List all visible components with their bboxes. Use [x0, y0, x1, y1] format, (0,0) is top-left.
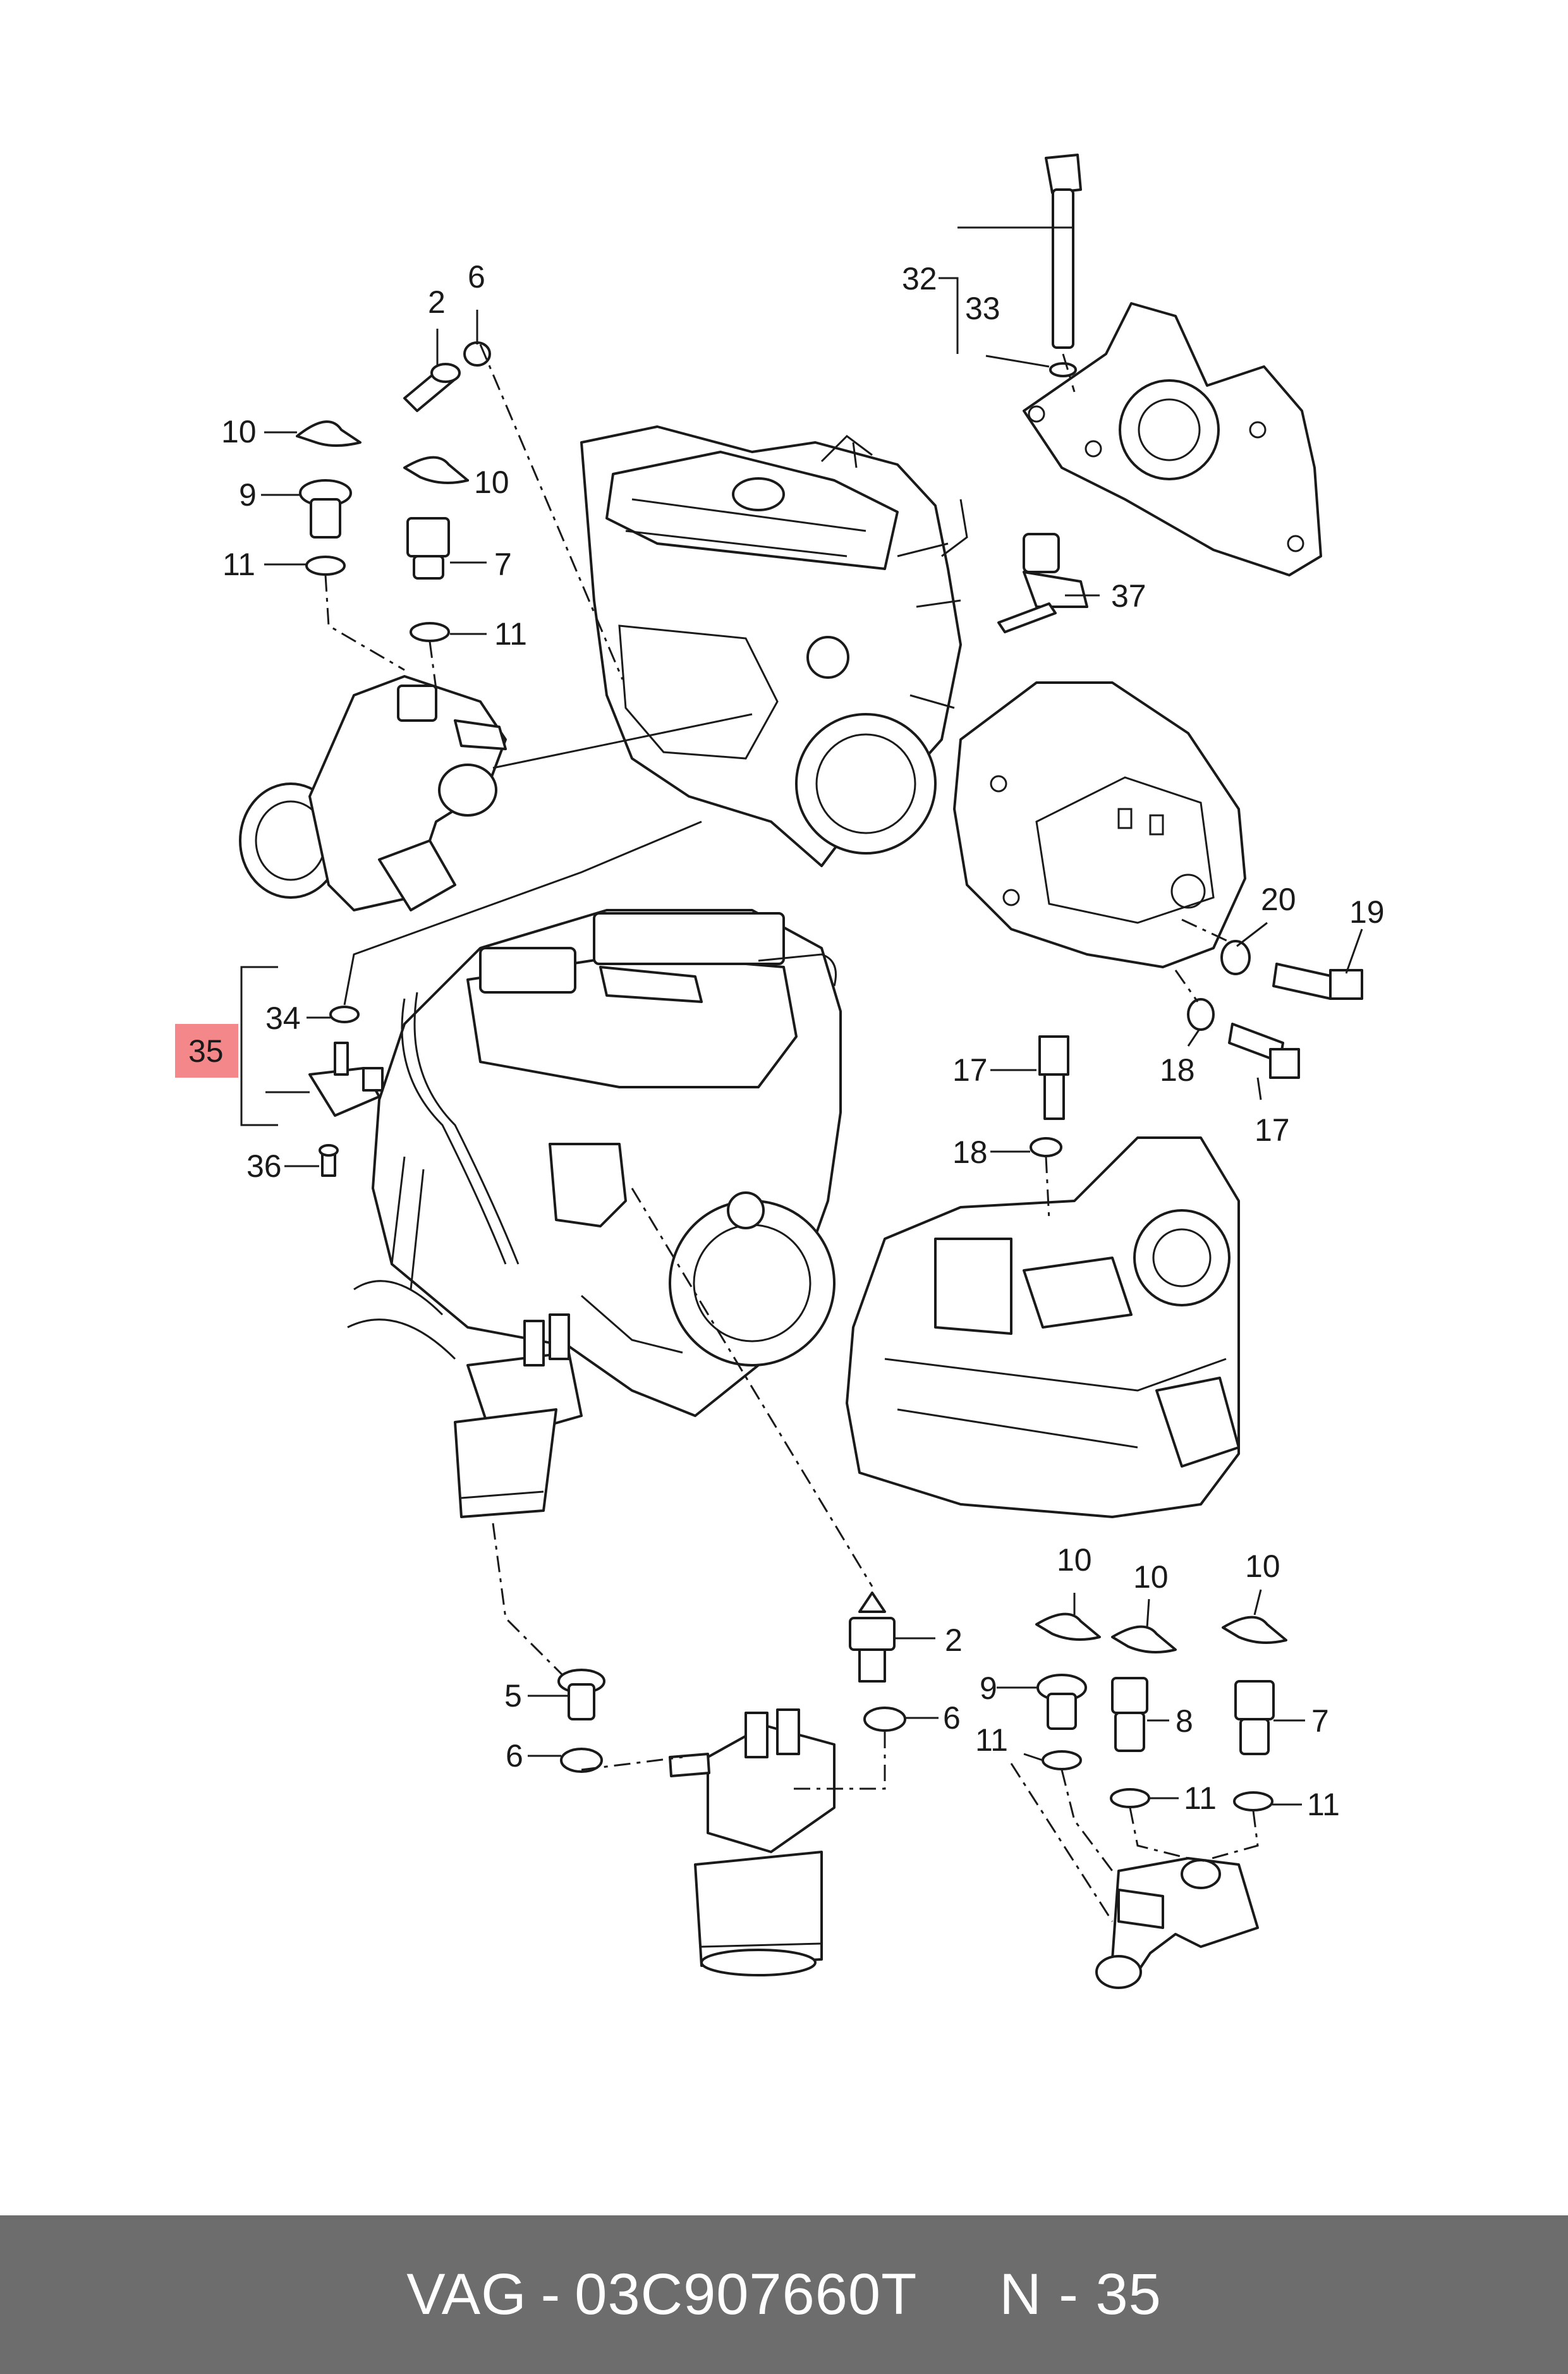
callout-11-upper-right: 11 [494, 616, 527, 652]
callout-10-upper-left: 10 [221, 414, 257, 449]
callout-9-upper: 9 [239, 477, 257, 513]
oil-pump-plate [1023, 154, 1322, 576]
callout-labels: 2 6 10 10 9 7 11 11 32 33 37 20 19 18 17… [188, 259, 1385, 1822]
callout-17-left: 17 [952, 1052, 988, 1088]
clip-10-lower-c [1222, 1616, 1287, 1644]
oring-11-upper-left [305, 556, 346, 576]
footer-part-number: 03C907660T [574, 2262, 918, 2327]
parts-diagram: 2 6 10 10 9 7 11 11 32 33 37 20 19 18 17… [175, 154, 1385, 1989]
part-9-lower [1036, 1674, 1087, 1730]
oring-11-lower-b [1110, 1788, 1150, 1808]
leader-lines [240, 226, 1363, 1806]
callout-32: 32 [902, 261, 937, 296]
footer-brand: VAG [406, 2262, 527, 2327]
callout-18-right: 18 [1160, 1052, 1195, 1088]
callout-10-lower-a: 10 [1057, 1542, 1092, 1578]
part-9-upper [299, 479, 352, 539]
highlight-box-35 [175, 1024, 238, 1078]
bolt-5 [557, 1669, 605, 1720]
part-8 [1111, 1677, 1148, 1752]
washer-18-right [1187, 998, 1215, 1031]
callout-11-lower-a: 11 [975, 1722, 1008, 1758]
thermostat-housing-upper [239, 675, 507, 911]
callout-36: 36 [246, 1148, 282, 1184]
part-7-upper [406, 517, 450, 580]
callout-20: 20 [1261, 882, 1296, 917]
bolt-36 [319, 1144, 339, 1177]
part-17-right [1228, 1023, 1300, 1079]
washer-20 [1220, 940, 1251, 975]
lower-engine-illustration [347, 909, 842, 1417]
callout-11-lower-b: 11 [1184, 1780, 1217, 1816]
callout-11-upper-left: 11 [222, 547, 255, 582]
callout-2-lower: 2 [945, 1622, 963, 1658]
oring-11-lower-a [1042, 1750, 1082, 1770]
callout-5: 5 [504, 1678, 522, 1714]
washer-6-lower-left [560, 1748, 603, 1773]
part-19 [1272, 963, 1363, 1000]
oring-11-lower-c [1233, 1791, 1273, 1811]
callout-10-lower-b: 10 [1133, 1559, 1169, 1595]
footer-position-label: N - 35 [999, 2262, 1162, 2327]
washer-18-left [1030, 1137, 1062, 1157]
part-2-lower [849, 1592, 896, 1683]
coolant-flange-lower [1095, 1857, 1259, 1989]
oring-11-upper-right [410, 622, 450, 642]
clip-10-upper-right [403, 456, 469, 484]
part-footer-bar: VAG - 03C907660T N - 35 [0, 2215, 1568, 2374]
oring-34 [329, 1006, 360, 1023]
callout-8: 8 [1176, 1703, 1193, 1739]
callout-19: 19 [1349, 894, 1385, 930]
upper-engine-illustration [580, 425, 968, 867]
callout-18-left: 18 [952, 1135, 988, 1170]
part-2-upper [403, 363, 461, 412]
callout-33: 33 [965, 291, 1000, 326]
washer-6-upper [463, 341, 491, 367]
clip-10-upper-left [296, 420, 362, 447]
clip-10-lower-a [1035, 1612, 1101, 1641]
gearbox-lower-illustration [846, 1136, 1240, 1518]
callout-9-lower: 9 [980, 1671, 997, 1706]
callout-11-lower-c: 11 [1307, 1787, 1340, 1822]
callout-34: 34 [265, 1001, 301, 1036]
oil-filter-mounted [454, 1313, 583, 1518]
callout-6-lower-right: 6 [943, 1700, 961, 1736]
sensor-35 [308, 1042, 384, 1117]
footer-separator: - [540, 2262, 561, 2327]
callout-10-lower-c: 10 [1245, 1549, 1280, 1584]
callout-7-upper: 7 [494, 547, 512, 582]
callout-6-lower-left: 6 [506, 1738, 523, 1774]
callout-17-right: 17 [1255, 1112, 1290, 1148]
callout-2-upper: 2 [428, 284, 446, 320]
callout-35: 35 [188, 1033, 224, 1069]
gearbox-upper-illustration [953, 681, 1246, 968]
oil-filter-exploded [669, 1708, 836, 1976]
clip-10-lower-b [1111, 1625, 1177, 1653]
callout-7-lower: 7 [1311, 1703, 1329, 1739]
part-7-lower [1234, 1680, 1275, 1755]
sensor-37 [997, 533, 1088, 633]
callout-6-upper: 6 [468, 259, 485, 295]
washer-6-lower-right [863, 1707, 906, 1732]
callout-37: 37 [1111, 578, 1146, 614]
callout-10-upper-right: 10 [474, 465, 509, 500]
part-17-left [1038, 1035, 1069, 1120]
assembly-lines [324, 344, 1259, 1922]
